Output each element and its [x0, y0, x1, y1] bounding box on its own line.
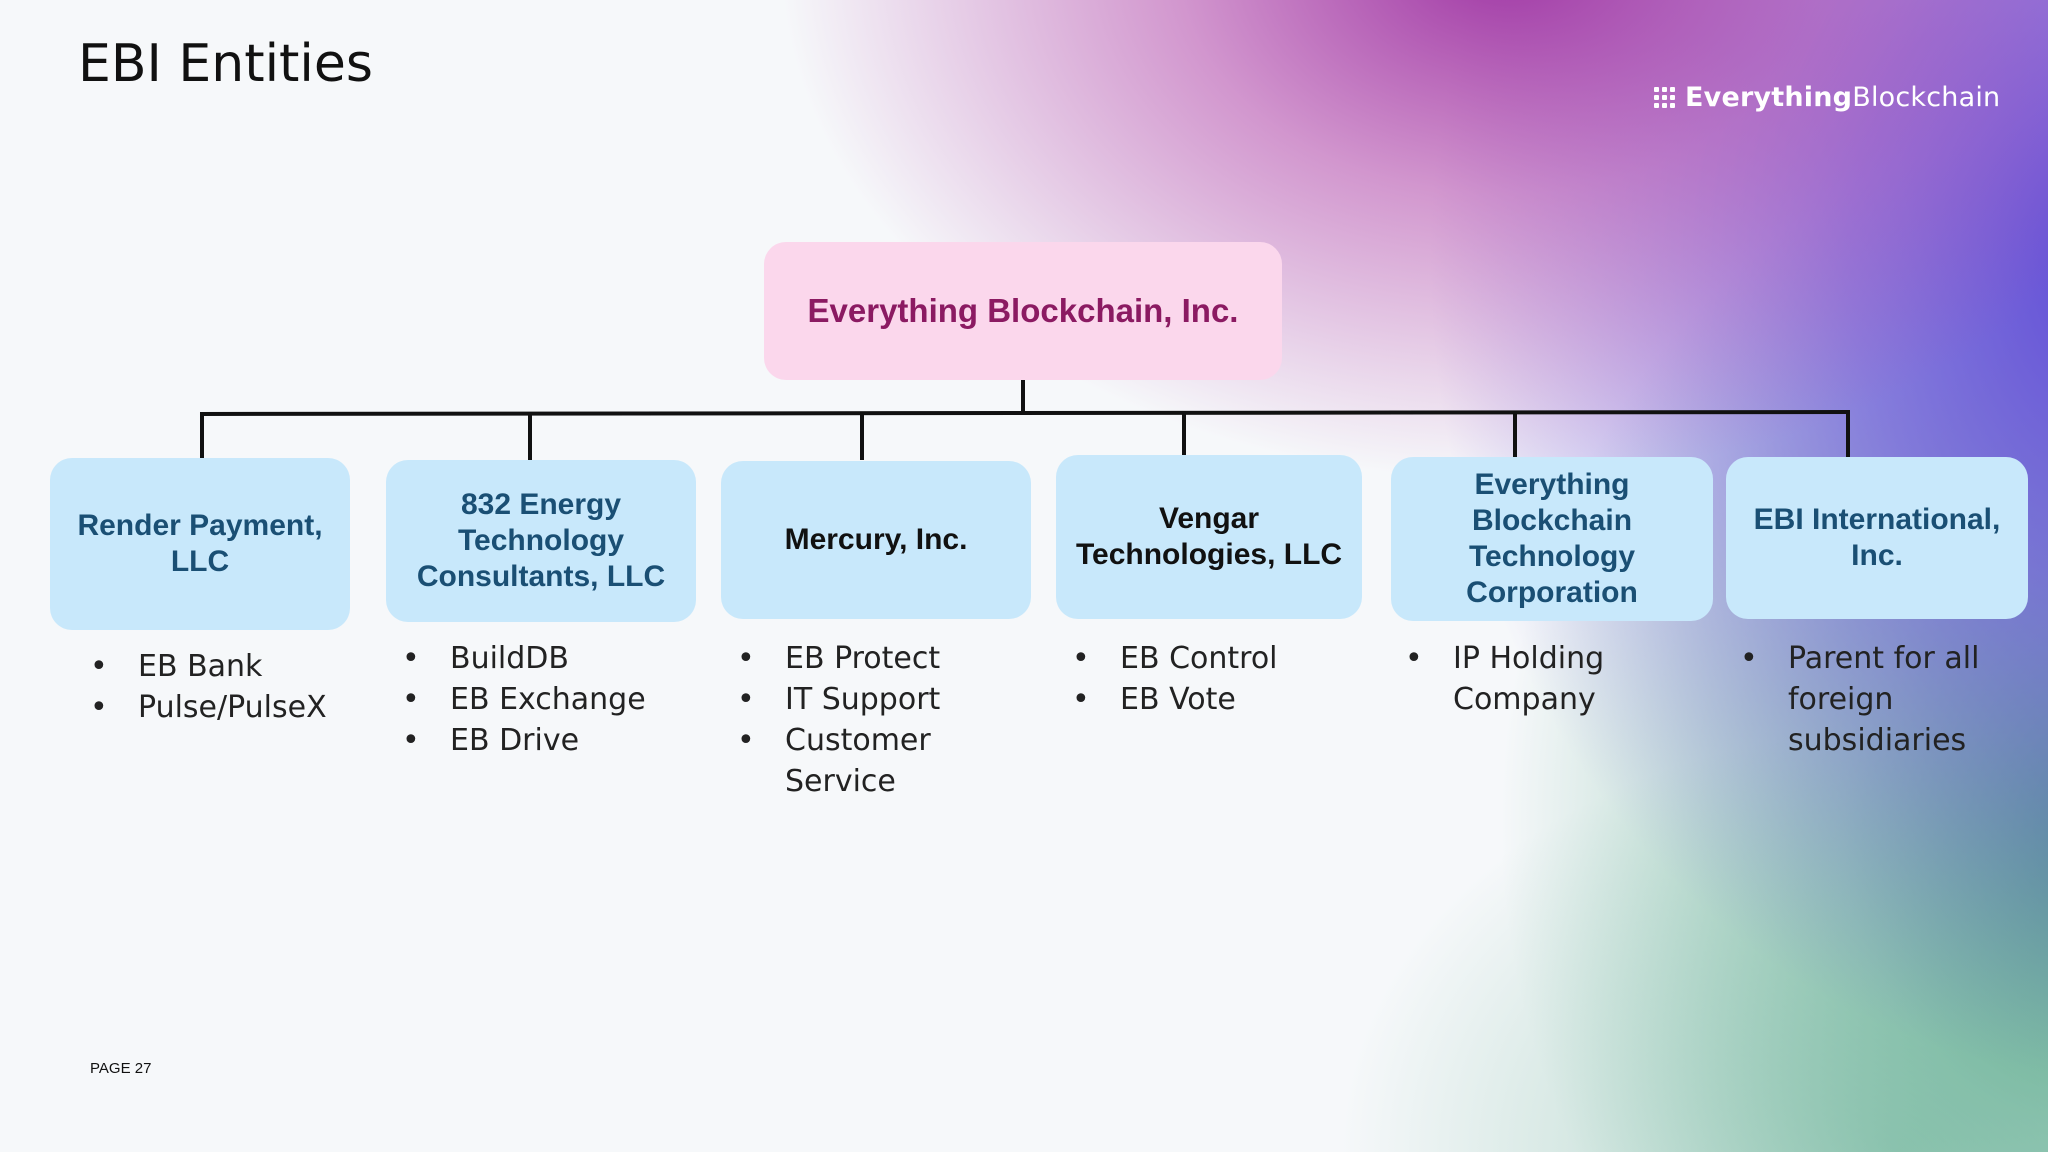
entity-label: Render Payment, LLC	[77, 509, 323, 578]
entity-items-mercury: EB Protect IT Support Customer Service	[737, 638, 987, 802]
list-item: IP Holding Company	[1405, 638, 1635, 720]
entity-label: 832 Energy Technology Consultants, LLC	[416, 488, 666, 593]
entity-label: Everything Blockchain Technology Corpora…	[1466, 468, 1638, 609]
logo-dots-icon	[1654, 87, 1675, 108]
entity-box-render-payment: Render Payment, LLC	[50, 458, 350, 630]
list-item: EB Bank	[90, 646, 327, 687]
entity-label: Mercury, Inc.	[784, 523, 968, 556]
list-item: Parent for all foreign subsidiaries	[1740, 638, 1990, 761]
list-item: IT Support	[737, 679, 987, 720]
list-item: EB Protect	[737, 638, 987, 679]
list-item: EB Exchange	[402, 679, 646, 720]
entity-box-vengar: Vengar Technologies, LLC	[1056, 455, 1362, 619]
entity-label: EBI International, Inc.	[1753, 503, 2001, 572]
entity-box-ebi-international: EBI International, Inc.	[1726, 457, 2028, 619]
logo-wordmark: EverythingBlockchain	[1685, 82, 2001, 113]
entity-box-832-energy: 832 Energy Technology Consultants, LLC	[386, 460, 696, 622]
entity-box-everything-blockchain-technology: Everything Blockchain Technology Corpora…	[1391, 457, 1713, 621]
page-title: EBI Entities	[78, 34, 373, 94]
list-item: EB Control	[1072, 638, 1278, 679]
entity-box-mercury: Mercury, Inc.	[721, 461, 1031, 619]
list-item: EB Vote	[1072, 679, 1278, 720]
entity-label: Vengar Technologies, LLC	[1075, 502, 1343, 571]
list-item: EB Drive	[402, 720, 646, 761]
list-item: Pulse/PulseX	[90, 687, 327, 728]
horizontal-bus-line	[199, 410, 1851, 416]
entity-items-render-payment: EB Bank Pulse/PulseX	[90, 646, 327, 728]
root-entity-box: Everything Blockchain, Inc.	[764, 242, 1282, 380]
page-number: PAGE 27	[90, 1060, 152, 1077]
entity-items-832-energy: BuildDB EB Exchange EB Drive	[402, 638, 646, 761]
list-item: Customer Service	[737, 720, 987, 802]
list-item: BuildDB	[402, 638, 646, 679]
entity-items-everything-blockchain-technology: IP Holding Company	[1405, 638, 1635, 720]
entity-items-vengar: EB Control EB Vote	[1072, 638, 1278, 720]
company-logo: EverythingBlockchain	[1654, 82, 2000, 113]
entity-items-ebi-international: Parent for all foreign subsidiaries	[1740, 638, 1990, 761]
root-entity-label: Everything Blockchain, Inc.	[807, 292, 1239, 329]
